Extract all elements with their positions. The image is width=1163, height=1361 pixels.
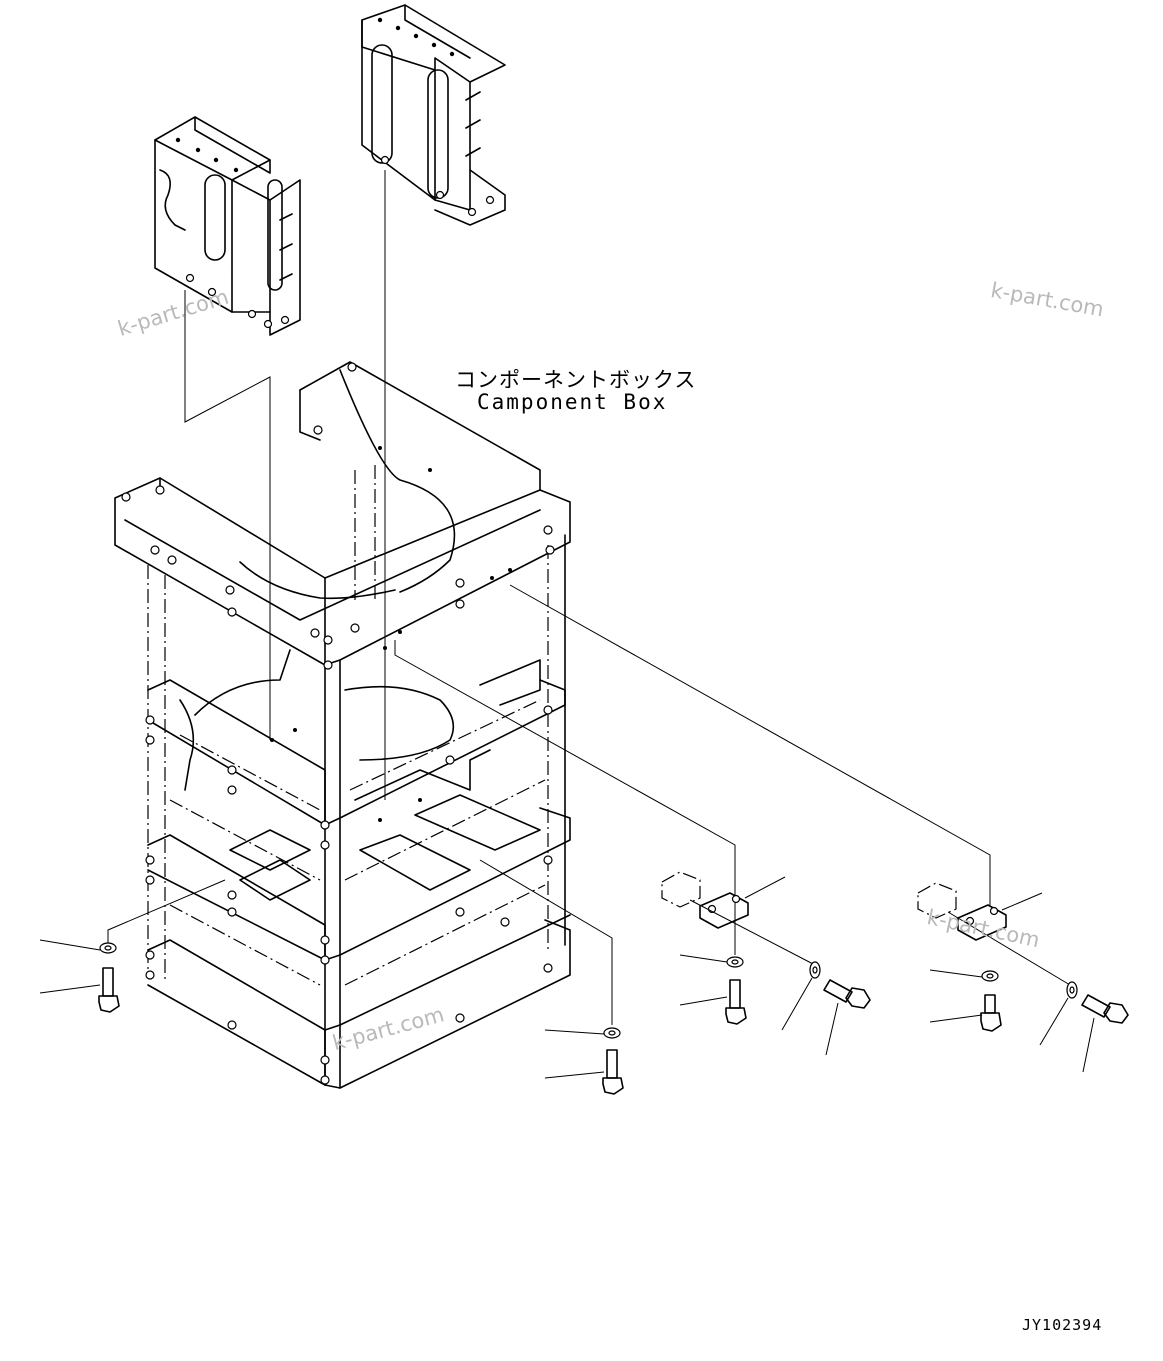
component-box-label-ja: コンポーネントボックス [455,368,697,392]
upper-left-bracket-icon [154,116,301,336]
washer-icon [981,970,999,982]
bolt-icon [725,979,747,1025]
mount-bracket-icon [917,882,1071,986]
washer-icon [809,961,821,979]
washer-icon [99,942,117,954]
washer-icon [726,956,744,968]
upper-right-bracket-icon [361,4,506,226]
mount-bracket-icon [661,871,816,966]
bolt-icon [1081,994,1129,1024]
bolt-icon [980,994,1002,1032]
bolt-icon [98,967,120,1013]
washer-icon [1066,981,1078,999]
component-box-frame-icon [114,361,571,1089]
bolt-icon [823,979,871,1009]
bolt-icon [602,1049,624,1095]
washer-icon [603,1027,621,1039]
drawing-number: JY102394 [1022,1316,1103,1334]
component-box-label-en: Camponent Box [477,390,668,414]
